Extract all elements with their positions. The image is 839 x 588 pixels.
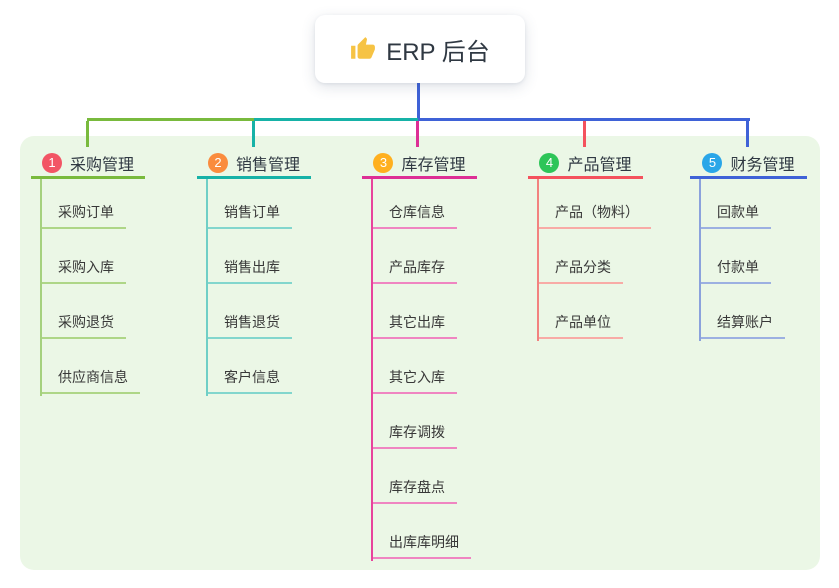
root-node[interactable]: ERP 后台 bbox=[315, 15, 525, 83]
child-row: 库存盘点 bbox=[371, 449, 471, 504]
branch-number-badge: 3 bbox=[373, 152, 394, 173]
branch-child-connector bbox=[206, 179, 208, 396]
branch-children-5: 回款单付款单结算账户 bbox=[699, 179, 785, 341]
child-row: 销售退货 bbox=[206, 284, 292, 339]
branch-children-3: 仓库信息产品库存其它出库其它入库库存调拨库存盘点出库库明细 bbox=[371, 179, 471, 561]
child-node[interactable]: 出库库明细 bbox=[371, 532, 471, 559]
child-row: 其它出库 bbox=[371, 284, 471, 339]
child-node[interactable]: 采购订单 bbox=[40, 202, 126, 229]
child-row: 采购退货 bbox=[40, 284, 140, 339]
child-node[interactable]: 供应商信息 bbox=[40, 367, 140, 394]
branches-panel bbox=[20, 136, 820, 570]
child-node[interactable]: 付款单 bbox=[699, 257, 771, 284]
child-node[interactable]: 其它入库 bbox=[371, 367, 457, 394]
child-row: 回款单 bbox=[699, 179, 785, 229]
child-row: 采购入库 bbox=[40, 229, 140, 284]
child-row: 出库库明细 bbox=[371, 504, 471, 559]
child-row: 客户信息 bbox=[206, 339, 292, 394]
branch-child-connector bbox=[371, 179, 373, 561]
child-node[interactable]: 产品库存 bbox=[371, 257, 457, 284]
branch-number-badge: 4 bbox=[539, 152, 560, 173]
child-node[interactable]: 采购入库 bbox=[40, 257, 126, 284]
child-row: 仓库信息 bbox=[371, 179, 471, 229]
child-node[interactable]: 仓库信息 bbox=[371, 202, 457, 229]
child-node[interactable]: 客户信息 bbox=[206, 367, 292, 394]
connector-drop bbox=[746, 121, 749, 147]
branch-title-label: 财务管理 bbox=[730, 156, 795, 174]
child-node[interactable]: 其它出库 bbox=[371, 312, 457, 339]
branch-node-4[interactable]: 4 产品管理 bbox=[528, 149, 643, 179]
child-row: 付款单 bbox=[699, 229, 785, 284]
connector-bus-segment bbox=[87, 118, 254, 121]
connector-bus-segment bbox=[418, 118, 750, 121]
branch-title-label: 库存管理 bbox=[401, 156, 466, 174]
branch-number-badge: 5 bbox=[702, 152, 723, 173]
child-row: 产品库存 bbox=[371, 229, 471, 284]
connector-drop bbox=[252, 121, 255, 147]
branch-node-5[interactable]: 5 财务管理 bbox=[690, 149, 807, 179]
branch-title-label: 产品管理 bbox=[567, 156, 632, 174]
branch-node-1[interactable]: 1 采购管理 bbox=[31, 149, 145, 179]
child-node[interactable]: 销售订单 bbox=[206, 202, 292, 229]
child-node[interactable]: 销售退货 bbox=[206, 312, 292, 339]
child-node[interactable]: 采购退货 bbox=[40, 312, 126, 339]
child-row: 供应商信息 bbox=[40, 339, 140, 394]
connector-drop bbox=[416, 121, 419, 147]
branch-children-4: 产品（物料） 产品分类产品单位 bbox=[537, 179, 651, 341]
branch-number-badge: 1 bbox=[41, 152, 62, 173]
branch-title-label: 销售管理 bbox=[235, 156, 300, 174]
child-row: 销售出库 bbox=[206, 229, 292, 284]
child-row: 产品单位 bbox=[537, 284, 651, 339]
child-row: 产品（物料） bbox=[537, 179, 651, 229]
connector-drop bbox=[86, 121, 89, 147]
child-node[interactable]: 销售出库 bbox=[206, 257, 292, 284]
branch-children-2: 销售订单销售出库销售退货客户信息 bbox=[206, 179, 292, 396]
branch-child-connector bbox=[537, 179, 539, 341]
child-row: 其它入库 bbox=[371, 339, 471, 394]
connector-drop bbox=[583, 121, 586, 147]
branch-children-1: 采购订单采购入库采购退货供应商信息 bbox=[40, 179, 140, 396]
root-label: ERP 后台 bbox=[386, 38, 490, 66]
branch-node-2[interactable]: 2 销售管理 bbox=[197, 149, 311, 179]
branch-title-label: 采购管理 bbox=[69, 156, 134, 174]
child-node[interactable]: 库存调拨 bbox=[371, 422, 457, 449]
branch-node-3[interactable]: 3 库存管理 bbox=[362, 149, 477, 179]
child-row: 结算账户 bbox=[699, 284, 785, 339]
child-row: 采购订单 bbox=[40, 179, 140, 229]
child-row: 库存调拨 bbox=[371, 394, 471, 449]
connector-bus-segment bbox=[254, 118, 418, 121]
branch-child-connector bbox=[40, 179, 42, 396]
child-row: 销售订单 bbox=[206, 179, 292, 229]
child-node[interactable]: 产品（物料） bbox=[537, 202, 651, 229]
child-node[interactable]: 结算账户 bbox=[699, 312, 785, 339]
branch-number-badge: 2 bbox=[207, 152, 228, 173]
child-row: 产品分类 bbox=[537, 229, 651, 284]
child-node[interactable]: 产品分类 bbox=[537, 257, 623, 284]
child-node[interactable]: 回款单 bbox=[699, 202, 771, 229]
thumbs-up-icon bbox=[350, 36, 376, 62]
child-node[interactable]: 产品单位 bbox=[537, 312, 623, 339]
root-connector-line bbox=[417, 83, 420, 118]
child-node[interactable]: 库存盘点 bbox=[371, 477, 457, 504]
branch-child-connector bbox=[699, 179, 701, 341]
